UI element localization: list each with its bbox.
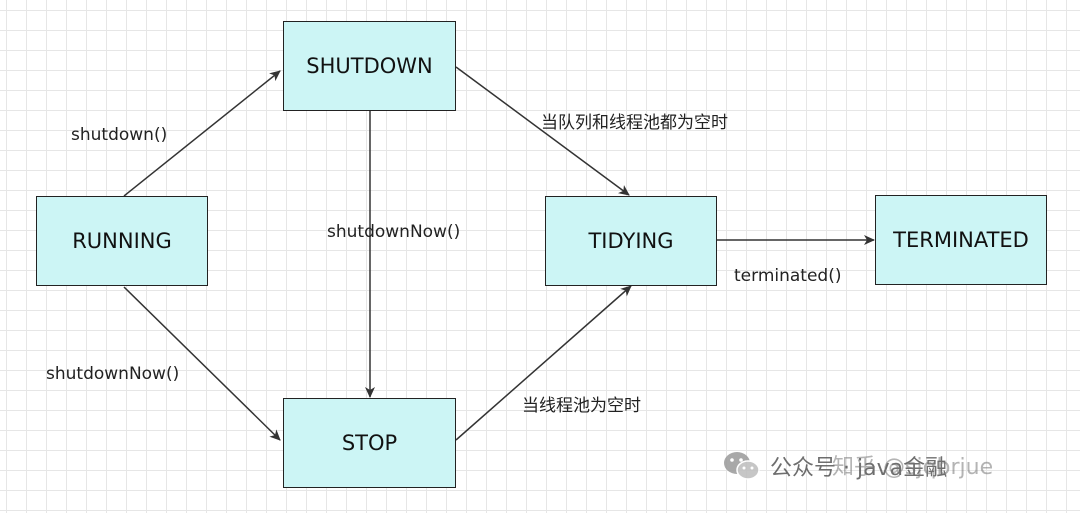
label-shutdown-to-stop: shutdownNow() (327, 222, 461, 242)
state-stop-label: STOP (341, 431, 398, 455)
arrow-running-to-stop (123, 286, 281, 441)
arrow-stop-to-tidying (455, 285, 632, 441)
state-terminated-label: TERMINATED (893, 228, 1029, 252)
label-shutdown-to-tidying: 当队列和线程池都为空时 (541, 113, 728, 133)
arrow-shutdown-to-tidying (455, 66, 630, 196)
watermark-overlay-text: 知乎 @sjqbrjue (832, 455, 994, 480)
state-tidying: TIDYING (545, 196, 717, 286)
state-tidying-label: TIDYING (588, 229, 674, 253)
state-running: RUNNING (36, 196, 208, 286)
label-tidying-to-terminated: terminated() (734, 266, 842, 286)
arrow-running-to-shutdown (123, 70, 281, 197)
label-running-to-shutdown: shutdown() (71, 125, 168, 145)
state-terminated: TERMINATED (875, 195, 1047, 285)
wechat-icon (724, 452, 760, 480)
state-running-label: RUNNING (72, 229, 172, 253)
watermark: 公众号 · java金融 (722, 449, 947, 483)
label-stop-to-tidying: 当线程池为空时 (522, 396, 641, 416)
label-running-to-stop: shutdownNow() (46, 364, 180, 384)
state-shutdown: SHUTDOWN (283, 21, 456, 111)
watermark-text: 公众号 · java金融 (770, 456, 948, 481)
state-shutdown-label: SHUTDOWN (306, 54, 433, 78)
state-stop: STOP (283, 398, 456, 488)
